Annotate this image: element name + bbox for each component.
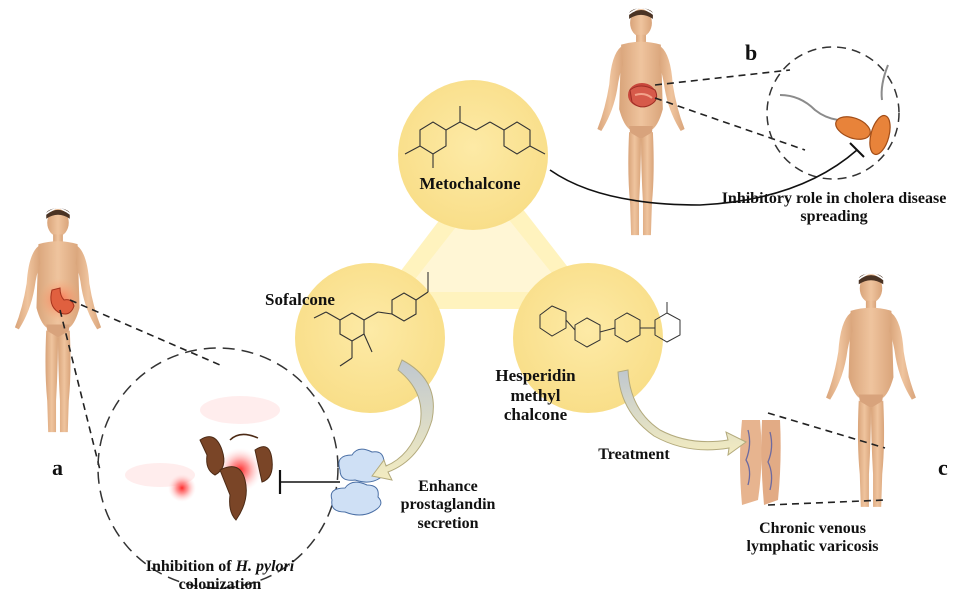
metochalcone-structure-icon	[404, 106, 546, 168]
prostaglandin-cloud-icon	[330, 448, 388, 516]
hesperidin-structure-icon	[539, 302, 681, 348]
panel-a-caption-prefix: Inhibition of	[145, 558, 236, 575]
panel-b-zoom-lines	[654, 69, 806, 151]
hesperidin-arrow	[617, 369, 747, 457]
inhibition-arrow-a	[278, 470, 340, 494]
panel-a-letter: a	[52, 455, 63, 480]
stomach-icon	[38, 278, 82, 322]
treatment-label: Treatment	[598, 446, 670, 463]
human-body-icon	[826, 273, 916, 507]
inhibition-arrow-b	[549, 142, 865, 206]
panel-c-zoom-lines	[767, 412, 886, 506]
hesperidin-label: Hesperidin methyl chalcone	[495, 366, 576, 425]
sofalcone-arrow	[371, 359, 434, 481]
panel-b-zoom-circle	[766, 46, 900, 180]
varicose-legs-icon	[740, 420, 781, 505]
panel-c-caption: Chronic venous lymphatic varicosis	[746, 520, 879, 556]
sofalcone-label: Sofalcone	[265, 290, 335, 309]
panel-b-letter: b	[745, 40, 758, 65]
metochalcone-circle	[398, 80, 548, 230]
metochalcone-label: Metochalcone	[419, 174, 521, 193]
prostaglandin-label: Enhance prostaglandin secretion	[400, 478, 496, 532]
intestine-icon	[628, 83, 658, 108]
vibrio-cholerae-icon	[779, 64, 891, 156]
panel-b-caption: Inhibitory role in cholera disease sprea…	[721, 190, 947, 226]
h-pylori-bacteria-icon	[125, 396, 280, 521]
panel-a-caption-species: H. pylori	[235, 558, 295, 575]
panel-a-zoom-circle	[97, 347, 339, 589]
panel-a-zoom-lines	[59, 299, 221, 471]
panel-a-caption-suffix: colonization	[178, 576, 262, 594]
central-triangle	[381, 166, 591, 309]
panel-c-letter: c	[938, 455, 948, 480]
sofalcone-structure-icon	[313, 272, 429, 367]
